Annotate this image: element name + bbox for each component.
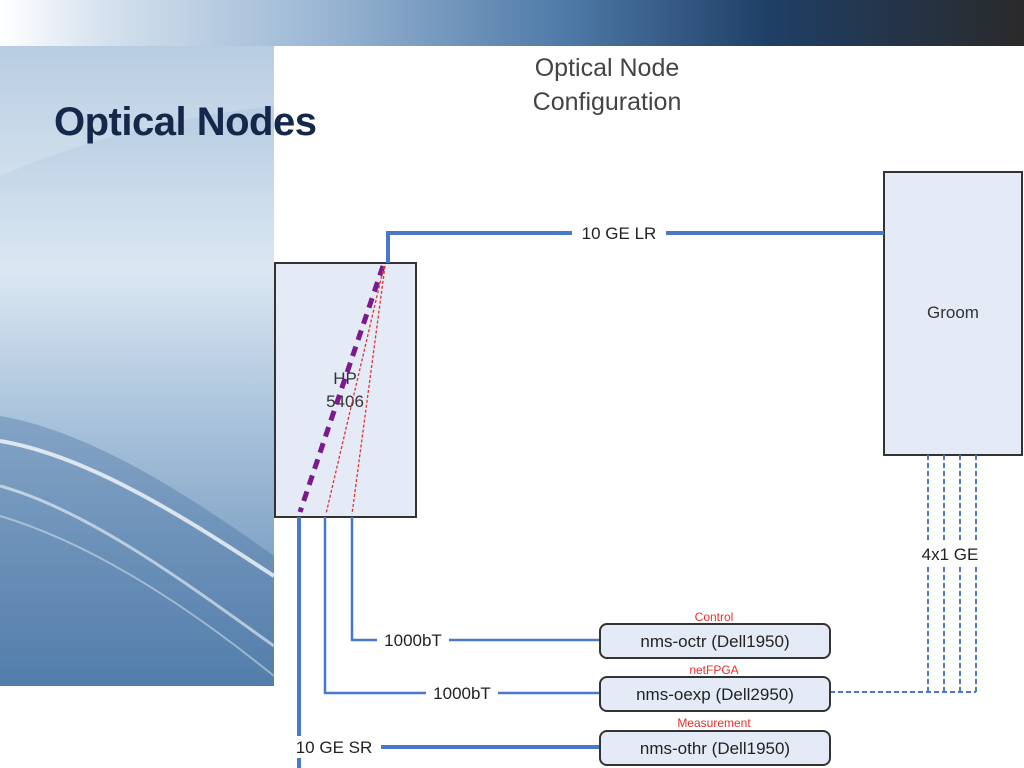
diagram-title-line1: Optical Node bbox=[535, 54, 680, 82]
link-netfpga-1000bt bbox=[323, 517, 600, 695]
link-control-label: 1000bT bbox=[384, 631, 442, 650]
host-role-control: Control bbox=[695, 610, 734, 624]
link-control-1000bt bbox=[350, 517, 600, 642]
host-box-measurement bbox=[599, 730, 831, 766]
host-role-measurement: Measurement bbox=[677, 716, 751, 730]
slide-title: Optical Nodes bbox=[54, 100, 317, 144]
hp-switch-label-line1: HP bbox=[333, 369, 357, 388]
groom-label: Groom bbox=[927, 303, 979, 322]
vlan-netfpga-path bbox=[325, 265, 385, 515]
link-10ge-lr-label-bg bbox=[572, 222, 666, 244]
host-name-control: nms-octr (Dell1950) bbox=[640, 632, 789, 651]
groom-box bbox=[883, 171, 1023, 456]
link-netfpga-label: 1000bT bbox=[433, 684, 491, 703]
link-measurement-label-bg bbox=[287, 736, 381, 758]
host-role-netfpga: netFPGA bbox=[689, 663, 738, 677]
link-4x1ge-label: 4x1 GE bbox=[922, 545, 979, 564]
decorative-wave-panel bbox=[0, 46, 274, 686]
hp-switch-label-line2: 5406 bbox=[326, 392, 364, 411]
diagram-title-line2: Configuration bbox=[533, 88, 682, 116]
host-name-measurement: nms-othr (Dell1950) bbox=[640, 739, 790, 758]
host-box-netfpga bbox=[599, 676, 831, 712]
hp-switch-box bbox=[274, 262, 417, 518]
link-netfpga-label-bg bbox=[426, 682, 498, 704]
link-control-label-bg bbox=[377, 629, 449, 651]
link-10ge-lr-label: 10 GE LR bbox=[582, 224, 657, 243]
link-10ge-lr bbox=[386, 231, 884, 263]
host-name-netfpga: nms-oexp (Dell2950) bbox=[636, 685, 794, 704]
vlan-measurement-path bbox=[297, 265, 386, 513]
link-4x1ge-label-bg bbox=[914, 543, 986, 565]
header-gradient-bar bbox=[0, 0, 1024, 46]
vlan-control-path bbox=[351, 265, 386, 515]
link-measurement-label: 10 GE SR bbox=[296, 738, 373, 757]
host-box-control bbox=[599, 623, 831, 659]
